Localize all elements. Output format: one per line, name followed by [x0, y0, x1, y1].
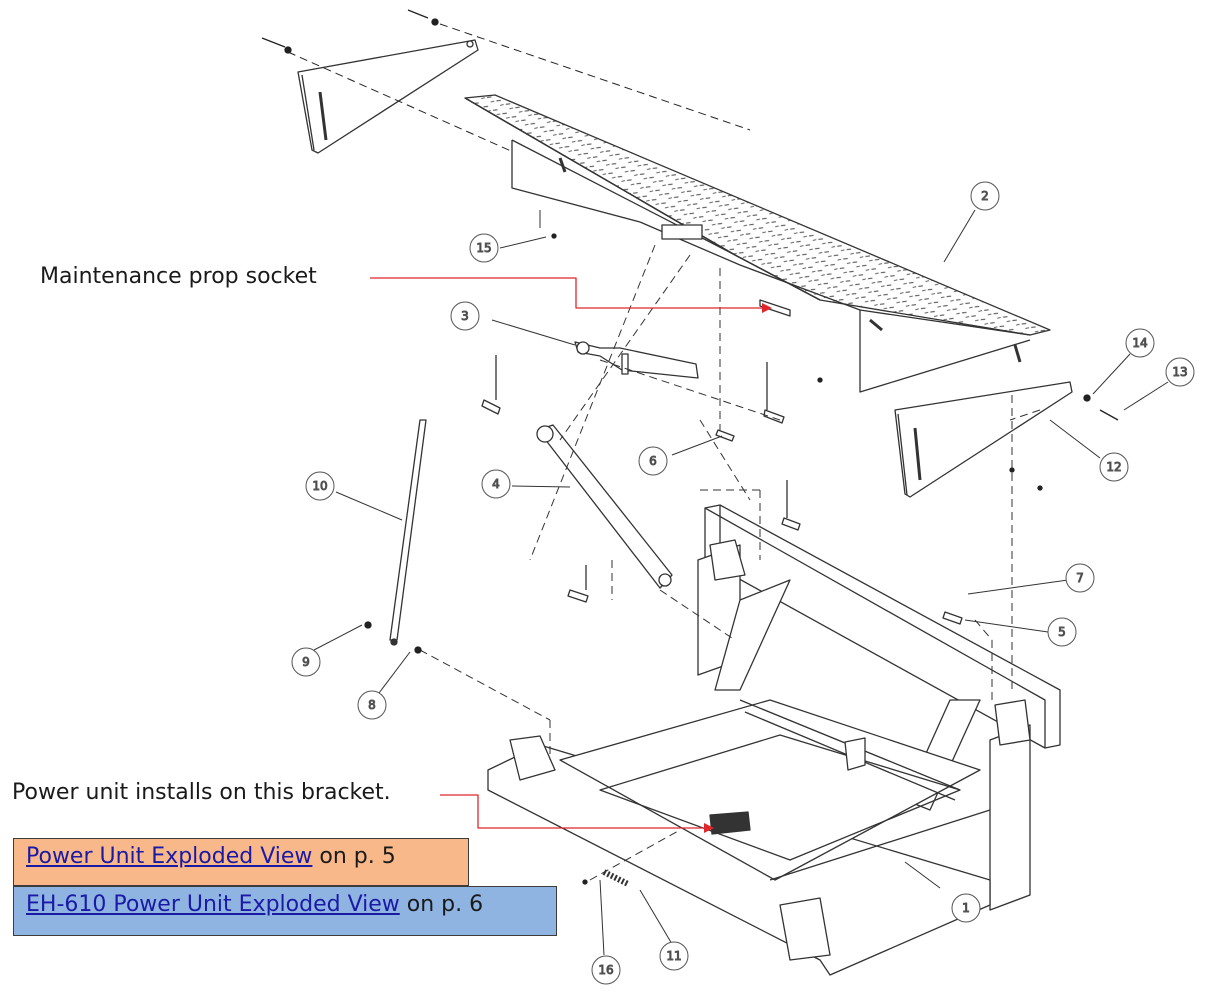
part-bubble-1: 1	[951, 893, 981, 923]
svg-text:14: 14	[1132, 336, 1147, 350]
deck-plate	[464, 94, 1051, 393]
alignment-lines	[419, 244, 1041, 881]
svg-text:13: 13	[1172, 365, 1187, 379]
power-unit-link-box: Power Unit Exploded View on p. 5	[13, 838, 469, 886]
frame	[487, 504, 1061, 976]
power-bracket-callout: Power unit installs on this bracket.	[12, 780, 391, 805]
svg-text:11: 11	[666, 949, 681, 963]
part-bubbles: 1 2 3 4 5 6 7 8 9 10 11 12 13 14 15 16	[291, 181, 1195, 985]
part-bubble-11: 11	[659, 941, 689, 971]
svg-text:10: 10	[312, 479, 327, 493]
top-left-bolts	[261, 9, 751, 156]
callout-arrows	[370, 277, 772, 833]
svg-text:5: 5	[1058, 625, 1066, 639]
part-bubble-16: 16	[591, 955, 621, 985]
part-bubble-2: 2	[970, 181, 1000, 211]
svg-text:16: 16	[598, 963, 613, 977]
part-bubble-8: 8	[357, 690, 387, 720]
svg-text:1: 1	[962, 901, 970, 915]
svg-text:8: 8	[368, 698, 376, 712]
svg-text:3: 3	[461, 309, 469, 323]
part-bubble-15: 15	[469, 233, 499, 263]
eh610-page-ref: on p. 6	[399, 892, 484, 917]
svg-text:4: 4	[492, 477, 500, 491]
main-cylinder	[574, 341, 699, 379]
svg-text:7: 7	[1076, 571, 1084, 585]
svg-text:6: 6	[649, 454, 657, 468]
part-bubble-6: 6	[638, 446, 668, 476]
lip-cylinder	[536, 424, 673, 589]
part-bubble-9: 9	[291, 647, 321, 677]
power-unit-exploded-view-link[interactable]: Power Unit Exploded View	[26, 844, 313, 869]
part-bubble-13: 13	[1165, 357, 1195, 387]
eh610-link-box: EH-610 Power Unit Exploded View on p. 6	[13, 886, 557, 936]
svg-text:9: 9	[302, 655, 310, 669]
right-bolts	[364, 233, 1119, 885]
part-bubble-3: 3	[450, 301, 480, 331]
right-lip-keeper	[894, 381, 1073, 498]
eh610-power-unit-exploded-view-link[interactable]: EH-610 Power Unit Exploded View	[26, 892, 400, 917]
leader-lines	[313, 209, 1169, 956]
part-bubble-4: 4	[481, 469, 511, 499]
svg-text:12: 12	[1106, 460, 1121, 474]
part-bubble-14: 14	[1125, 328, 1155, 358]
power-unit-page-ref: on p. 5	[312, 844, 396, 869]
spring	[602, 869, 630, 887]
prop-rod	[389, 419, 427, 646]
svg-text:15: 15	[476, 241, 491, 255]
part-bubble-5: 5	[1047, 617, 1077, 647]
part-bubble-12: 12	[1099, 452, 1129, 482]
part-bubble-10: 10	[305, 471, 335, 501]
svg-text:2: 2	[981, 189, 989, 203]
prop-socket-callout: Maintenance prop socket	[40, 264, 317, 289]
part-bubble-7: 7	[1065, 563, 1095, 593]
